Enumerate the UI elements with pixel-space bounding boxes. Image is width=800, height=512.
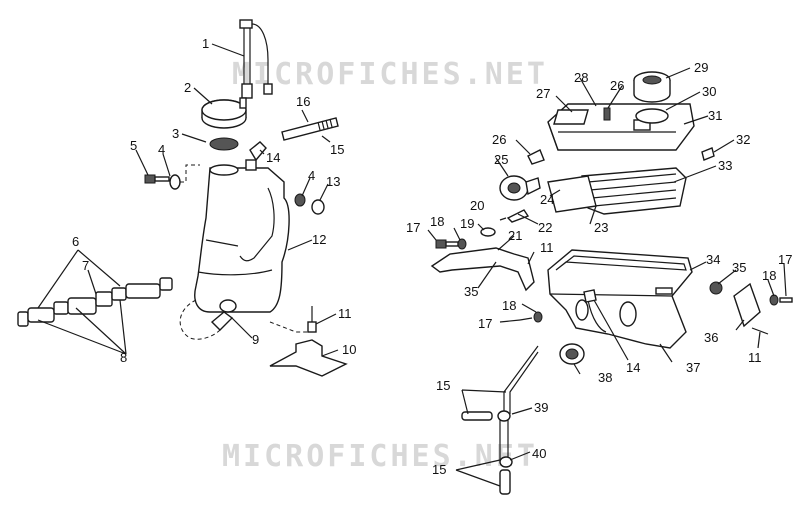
callout-19: 19 — [460, 216, 474, 231]
callout-18-right: 18 — [762, 268, 776, 283]
vent-fitting — [249, 141, 267, 162]
nut-right — [311, 199, 325, 215]
callout-14-left: 14 — [266, 150, 280, 165]
washer-right — [294, 193, 306, 207]
callout-6: 6 — [72, 234, 79, 249]
side-clip — [701, 147, 715, 161]
bracket-bolt — [307, 306, 317, 333]
callout-40: 40 — [532, 446, 546, 461]
filter-gasket — [547, 175, 597, 213]
callout-1: 1 — [202, 36, 209, 51]
callout-14-right: 14 — [626, 360, 640, 375]
bracket-washer-left — [457, 238, 467, 250]
tank-grommet — [559, 343, 585, 365]
callout-30: 30 — [702, 84, 716, 99]
callout-35-right: 35 — [732, 260, 746, 275]
callout-13: 13 — [326, 174, 340, 189]
filler-cap — [633, 71, 671, 103]
callout-31: 31 — [708, 108, 722, 123]
callout-39: 39 — [534, 400, 548, 415]
callout-26-top: 26 — [610, 78, 624, 93]
callout-28: 28 — [574, 70, 588, 85]
vent-hose — [281, 117, 339, 141]
callout-32: 32 — [736, 132, 750, 147]
callout-4-right: 4 — [308, 168, 315, 183]
fuel-tank-assembly — [17, 19, 348, 377]
bracket-bolt-left — [435, 239, 459, 249]
callout-34: 34 — [706, 252, 720, 267]
callout-7: 7 — [82, 258, 89, 273]
callout-17-left: 17 — [406, 220, 420, 235]
callout-9: 9 — [252, 332, 259, 347]
callout-labels: 1 2 3 4 5 4 13 16 15 14 12 6 7 8 9 10 11… — [72, 36, 792, 477]
oil-tank-assembly — [430, 71, 793, 495]
callout-3: 3 — [172, 126, 179, 141]
callout-15-bottom: 15 — [432, 462, 446, 477]
mount-bracket — [430, 247, 535, 292]
tank-mounting-bracket — [269, 339, 348, 377]
fuel-line-with-filters — [17, 277, 173, 327]
callout-18-left: 18 — [430, 214, 444, 229]
callout-10: 10 — [342, 342, 356, 357]
callout-29: 29 — [694, 60, 708, 75]
callout-27: 27 — [536, 86, 550, 101]
callout-8: 8 — [120, 350, 127, 365]
callout-17-right: 17 — [778, 252, 792, 267]
leader-lines — [37, 43, 787, 487]
fuel-tank-body — [194, 159, 290, 313]
nut-right — [709, 281, 723, 295]
mounting-bolt-left — [144, 174, 170, 184]
side-bolt — [769, 294, 793, 306]
callout-16: 16 — [296, 94, 310, 109]
grommet — [480, 227, 496, 237]
tank-cover — [547, 103, 695, 151]
outlet-hose — [587, 299, 607, 333]
oil-pump — [499, 175, 541, 201]
callout-2: 2 — [184, 80, 191, 95]
callout-20: 20 — [470, 198, 484, 213]
callout-11-left: 11 — [338, 306, 352, 321]
oil-tank-box — [547, 249, 693, 349]
outlet-fitting — [210, 299, 237, 331]
watermark-bottom: MICROFICHES.NET — [222, 439, 538, 474]
callout-38: 38 — [598, 370, 612, 385]
filter-element — [581, 167, 687, 215]
callout-21: 21 — [508, 228, 522, 243]
watermark-top: MICROFICHES.NET — [232, 57, 548, 92]
callout-15-middle: 15 — [436, 378, 450, 393]
filler-gasket — [635, 108, 669, 124]
drain-line — [461, 345, 539, 495]
fuel-cap-gasket — [209, 137, 239, 151]
callout-33: 33 — [718, 158, 732, 173]
callout-11-right: 11 — [748, 350, 762, 365]
callout-24: 24 — [540, 192, 554, 207]
callout-22: 22 — [538, 220, 552, 235]
callout-17-middle: 17 — [478, 316, 492, 331]
callout-4-left: 4 — [158, 142, 165, 157]
side-screw — [751, 327, 769, 335]
pump-fitting — [527, 149, 545, 165]
callout-35-left: 35 — [464, 284, 478, 299]
callout-12: 12 — [312, 232, 326, 247]
callout-15-top: 15 — [330, 142, 344, 157]
fuel-cap — [201, 97, 247, 129]
callout-25: 25 — [494, 152, 508, 167]
lower-bolt — [519, 311, 543, 323]
washer-left — [169, 174, 181, 190]
callout-5: 5 — [130, 138, 137, 153]
callout-36: 36 — [704, 330, 718, 345]
callout-23: 23 — [594, 220, 608, 235]
callout-18-middle: 18 — [502, 298, 516, 313]
pump-screw — [506, 209, 530, 223]
side-plate — [733, 282, 761, 328]
cover-fitting — [603, 107, 611, 121]
callout-37: 37 — [686, 360, 700, 375]
callout-11-middle: 11 — [540, 240, 554, 255]
callout-26-left: 26 — [492, 132, 506, 147]
